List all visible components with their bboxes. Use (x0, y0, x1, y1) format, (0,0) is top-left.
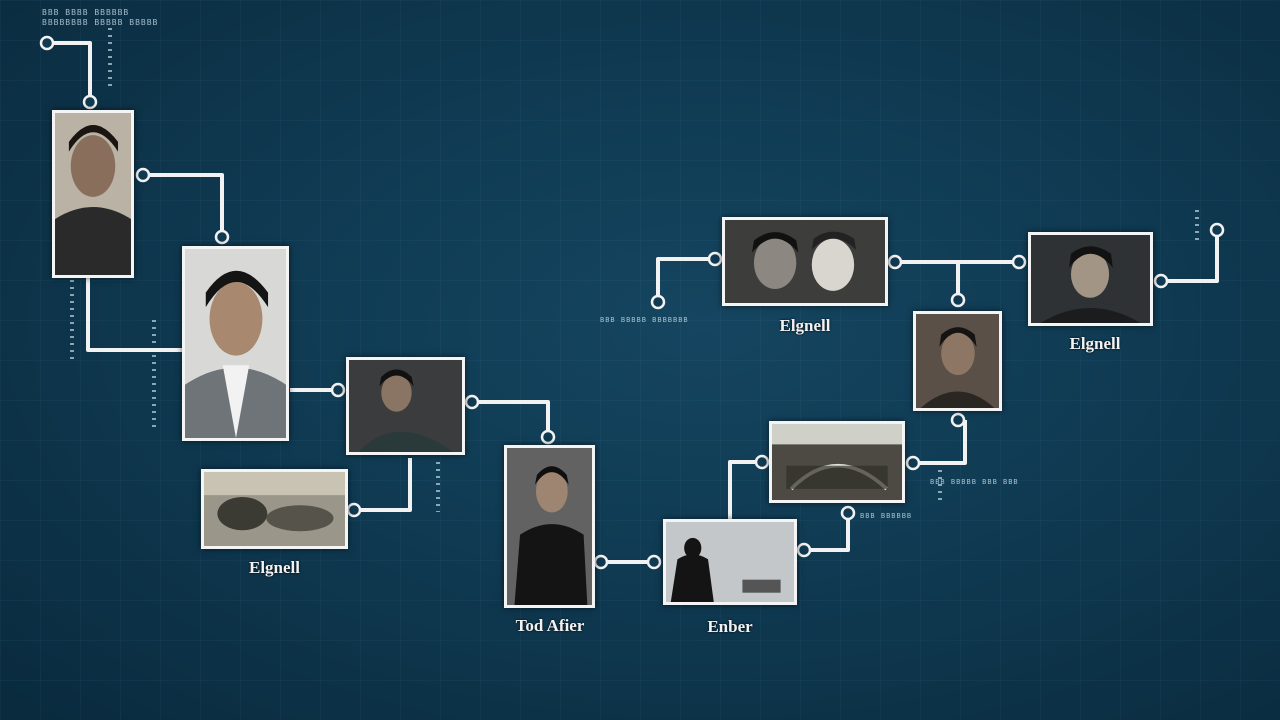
photo-node-crowd-1[interactable] (201, 469, 348, 549)
photo-node-portrait-5[interactable] (1028, 232, 1153, 326)
photo-node-portrait-3[interactable] (504, 445, 595, 608)
scene-image (666, 522, 794, 602)
scene-image (725, 220, 885, 303)
photo-node-portrait-4[interactable] (913, 311, 1002, 411)
tick-strip (1195, 210, 1199, 240)
caption-crowd-1: Elgnell (248, 558, 300, 577)
header-text-2: BBBBBBBB BBBBB BBBBB (42, 18, 159, 27)
portrait-image (916, 314, 999, 408)
caption-portrait-3: Tod Afier (515, 616, 585, 635)
photo-node-silhouette[interactable] (663, 519, 797, 605)
micro-label-right: BBB BBBBB BBB BBB (930, 478, 1019, 486)
photo-node-still-1[interactable] (346, 357, 465, 455)
tick-strip (436, 462, 440, 512)
scene-image (772, 424, 902, 500)
photo-node-portrait-1[interactable] (52, 110, 134, 278)
micro-label-left: BBB BBBBB BBBBBBB (600, 316, 689, 324)
portrait-image (55, 113, 131, 275)
scene-image (349, 360, 462, 452)
tick-strip (152, 320, 156, 430)
caption-two-faces: Elgnell (779, 316, 831, 335)
portrait-image (185, 249, 286, 438)
portrait-image (1031, 235, 1150, 323)
scene-image (204, 472, 345, 546)
portrait-image (507, 448, 592, 605)
tick-strip (108, 28, 112, 88)
tick-strip (70, 280, 74, 360)
micro-label-low: BBB BBBBBB (860, 512, 913, 520)
header-text-1: BBB BBBB BBBBBB (42, 8, 130, 17)
photo-node-crowd-2[interactable] (769, 421, 905, 503)
photo-node-two-faces[interactable] (722, 217, 888, 306)
tick-strip (938, 470, 942, 500)
photo-node-portrait-2[interactable] (182, 246, 289, 441)
caption-silhouette: Enber (707, 617, 753, 636)
caption-portrait-5: Elgnell (1069, 334, 1121, 353)
